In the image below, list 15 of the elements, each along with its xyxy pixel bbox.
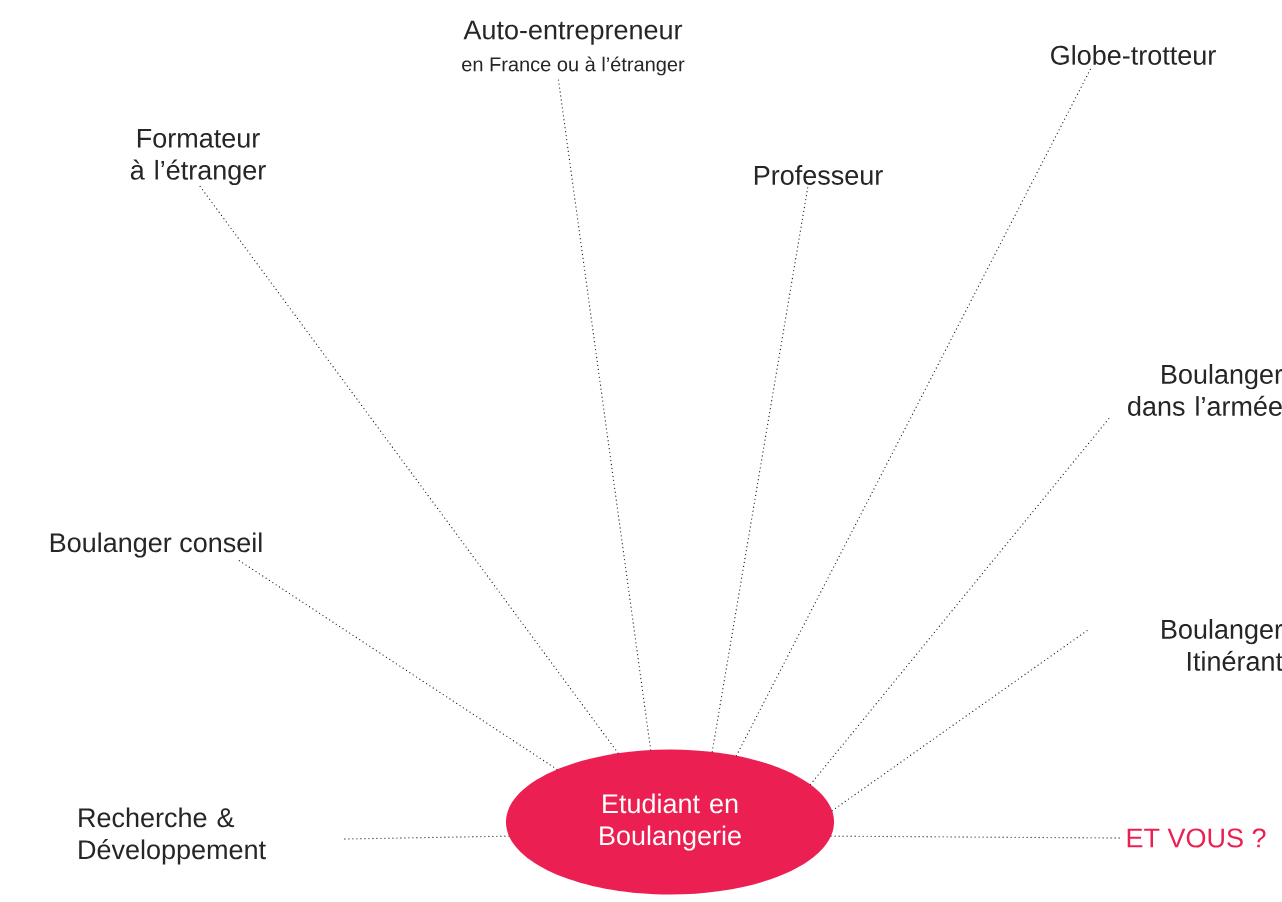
career-label: Boulanger Itinérant — [1162, 619, 1282, 671]
question-label: ET VOUS ? — [1127, 828, 1266, 848]
career-label: Recherche & Développement — [79, 807, 266, 865]
career-label: Professeur — [754, 165, 883, 185]
dotted-line — [809, 416, 1111, 785]
career-label: Globe-trotteur — [1051, 45, 1216, 65]
career-label: Boulanger conseil — [50, 532, 262, 558]
dotted-line — [199, 185, 619, 754]
dotted-line — [711, 185, 809, 753]
dotted-line — [343, 835, 510, 840]
dotted-line — [830, 835, 1121, 839]
dotted-line — [831, 629, 1089, 812]
career-label: Boulanger dans l’armée — [1128, 364, 1282, 416]
career-label: Formateur à l’étranger — [130, 128, 266, 186]
career-label: Auto-entrepreneur en France ou à l’étranger — [462, 20, 685, 76]
